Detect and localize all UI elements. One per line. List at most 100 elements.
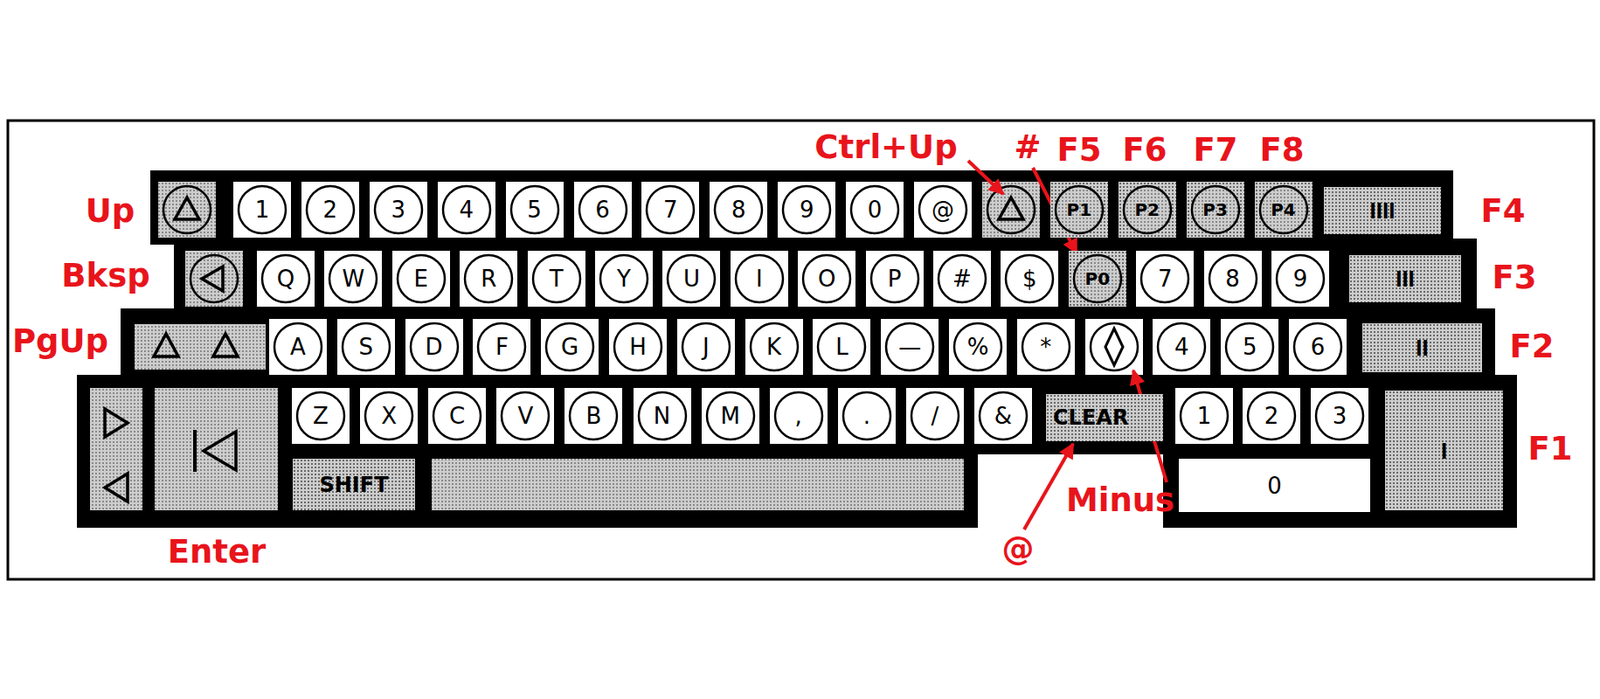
key-legend: * xyxy=(1039,335,1052,359)
key-circle-outline xyxy=(735,255,783,303)
round-key: 7 xyxy=(1135,250,1194,307)
round-key: C xyxy=(428,387,486,444)
round-key: I xyxy=(730,250,789,307)
key-cap xyxy=(1085,318,1143,375)
round-key: , xyxy=(769,387,828,444)
key-circle-outline xyxy=(329,255,377,303)
key-circle-outline xyxy=(1022,323,1070,371)
annotation-label: F1 xyxy=(1527,431,1573,468)
round-key: L xyxy=(812,318,871,375)
key-legend: M xyxy=(720,404,740,428)
key-circle-outline xyxy=(443,186,491,234)
key-legend: 8 xyxy=(1225,267,1240,291)
key-cap xyxy=(90,387,143,511)
key-legend: @ xyxy=(931,198,955,222)
key-cap xyxy=(134,324,266,370)
key-circle-outline xyxy=(871,255,919,303)
key-legend: 6 xyxy=(595,198,610,222)
key-circle-outline xyxy=(1247,392,1296,440)
annotation-label: F6 xyxy=(1122,132,1167,169)
round-key: B xyxy=(564,387,623,444)
round-key: H xyxy=(609,318,667,375)
round-key: P1 xyxy=(1050,181,1109,238)
round-key: U xyxy=(662,250,721,307)
round-key: 7 xyxy=(641,181,700,238)
keyboard-body xyxy=(150,170,1454,245)
key-circle xyxy=(987,186,1035,234)
round-key: J xyxy=(677,318,735,375)
key-legend: W xyxy=(342,267,366,291)
round-key: P4 xyxy=(1254,181,1313,238)
key-legend: 4 xyxy=(458,198,474,222)
round-key: E xyxy=(392,250,451,307)
key-circle-outline xyxy=(706,392,755,440)
leader-arrow xyxy=(968,160,1004,194)
key-circle xyxy=(190,255,238,303)
box-key: III xyxy=(1349,255,1462,303)
key-circle-outline xyxy=(1191,186,1240,234)
key-circle-outline xyxy=(911,392,959,440)
key-circle-outline xyxy=(886,323,934,371)
round-key: P xyxy=(865,250,924,307)
key-legend: P3 xyxy=(1202,200,1228,219)
round-key: X xyxy=(360,387,418,444)
key-legend: III xyxy=(1395,267,1415,291)
annotation-label: Enter xyxy=(167,534,267,571)
key-circle-outline xyxy=(511,186,559,234)
key-legend: 9 xyxy=(799,198,815,222)
key-legend: K xyxy=(766,335,782,359)
box-key: CLEAR xyxy=(1045,394,1164,442)
key-legend: 3 xyxy=(1332,404,1348,428)
round-key: S xyxy=(337,318,395,375)
key-circle-outline xyxy=(851,186,899,234)
key-circle-outline xyxy=(1005,255,1053,303)
key-legend: R xyxy=(480,267,497,291)
key-circle-outline xyxy=(843,392,891,440)
diamond-symbol xyxy=(1105,328,1123,366)
key-circle-outline xyxy=(1055,186,1103,234)
round-key: . xyxy=(838,387,896,444)
key-circle-outline xyxy=(397,255,445,303)
key-legend: O xyxy=(817,267,836,291)
key-legend: $ xyxy=(1022,267,1038,291)
key-circle-outline xyxy=(938,255,986,303)
round-key: 9 xyxy=(1271,250,1330,307)
keyboard-body xyxy=(76,374,1517,528)
round-key: 8 xyxy=(709,181,768,238)
key-circle-outline xyxy=(646,186,694,234)
round-key: 4 xyxy=(1152,318,1211,375)
key-legend: P0 xyxy=(1085,270,1111,288)
key-circle-outline xyxy=(374,186,423,234)
key-legend: U xyxy=(683,267,700,291)
key-legend: / xyxy=(931,404,940,428)
round-key: 8 xyxy=(1204,250,1262,307)
key-legend: C xyxy=(449,404,465,428)
key-circle-outline xyxy=(464,255,513,303)
round-key: Z xyxy=(291,387,350,444)
key-legend: 0 xyxy=(867,198,883,222)
key-legend: P xyxy=(887,267,902,291)
key-circle-outline xyxy=(954,323,1002,371)
key-circle-outline xyxy=(817,323,866,371)
round-key: % xyxy=(948,318,1007,375)
key-cap xyxy=(185,250,243,307)
key-circle-outline xyxy=(614,323,662,371)
key-circle-outline xyxy=(1260,186,1308,234)
left-triangle-symbol xyxy=(104,473,128,502)
key-legend: X xyxy=(380,404,397,428)
key-legend: A xyxy=(290,335,306,359)
annotation-label: F4 xyxy=(1480,193,1525,230)
key-circle-outline xyxy=(1225,323,1274,371)
key-legend: # xyxy=(952,267,972,291)
up-triangle-symbol xyxy=(213,333,238,357)
enter-bar-symbol xyxy=(193,429,197,472)
key-circle-outline xyxy=(262,255,310,303)
round-key: A xyxy=(269,318,327,375)
key-legend: 9 xyxy=(1293,267,1309,291)
key-circle-outline xyxy=(919,186,967,234)
key-circle-outline xyxy=(1180,392,1228,440)
round-key: @ xyxy=(914,181,972,238)
round-key: G xyxy=(540,318,599,375)
round-key: 9 xyxy=(777,181,836,238)
box-key: 0 xyxy=(1178,458,1371,513)
